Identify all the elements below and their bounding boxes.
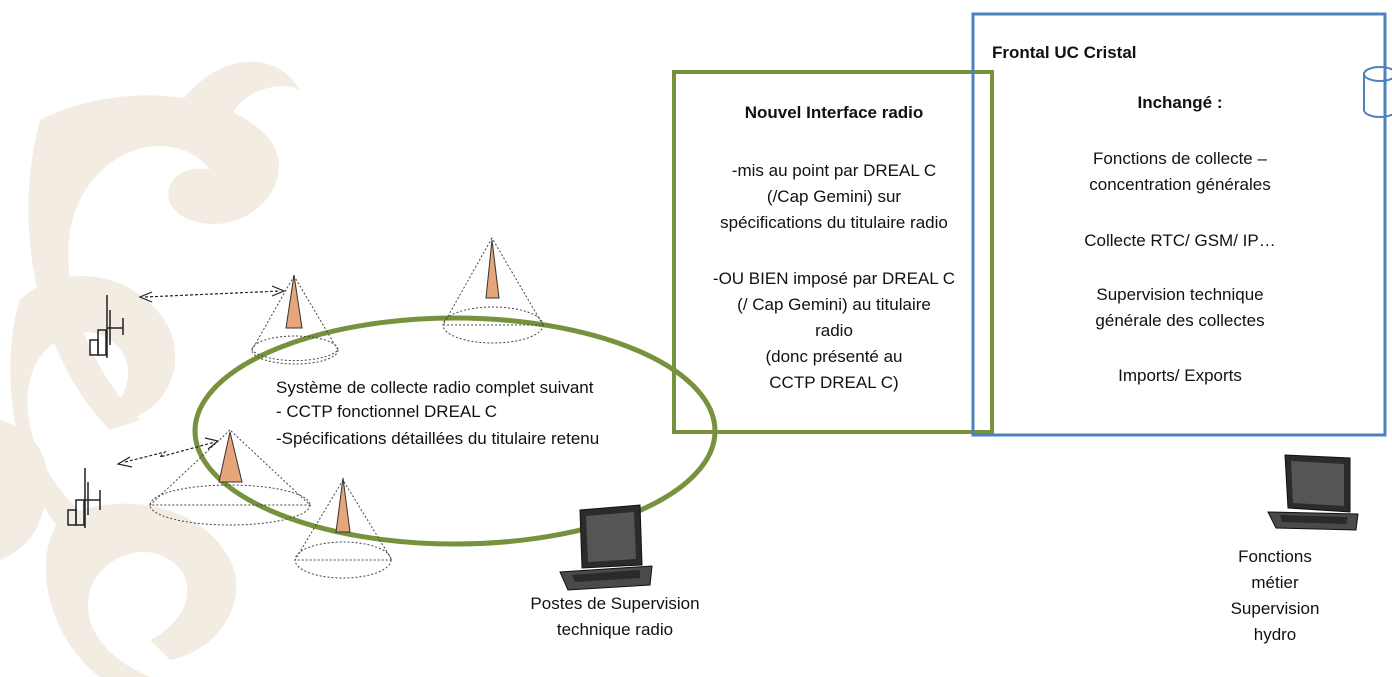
coverage-cone <box>442 236 544 344</box>
laptop-left-caption: technique radio <box>556 620 674 639</box>
interface-box-text: -OU BIEN imposé par DREAL C <box>712 269 956 288</box>
remote-station-icon <box>89 295 124 358</box>
database-icon <box>1363 66 1392 118</box>
ellipse-text-line-3: -Spécifications détaillées du titulaire … <box>276 429 600 448</box>
laptop-right-caption: métier <box>1251 573 1299 592</box>
laptop-left-caption: Postes de Supervision <box>530 594 700 613</box>
frontal-box-item: générale des collectes <box>1095 311 1265 330</box>
frontal-box-item: Fonctions de collecte – <box>1093 149 1267 168</box>
radio-link-arrow <box>138 285 286 303</box>
interface-box-title: Nouvel Interface radio <box>744 103 924 122</box>
interface-box-text: (/Cap Gemini) sur <box>766 187 902 206</box>
interface-box-text: (/ Cap Gemini) au titulaire <box>737 295 931 314</box>
antenna-icon <box>218 239 500 533</box>
laptop-icon-left <box>559 504 653 591</box>
interface-box-text: -mis au point par DREAL C <box>731 161 937 180</box>
laptop-right-caption: hydro <box>1253 625 1297 644</box>
coverage-cone <box>148 429 312 526</box>
frontal-box-item: Collecte RTC/ GSM/ IP… <box>1084 231 1276 250</box>
frontal-box-subtitle: Inchangé : <box>1137 93 1223 112</box>
coverage-cone <box>294 479 393 579</box>
frontal-box-title: Frontal UC Cristal <box>992 43 1137 62</box>
ellipse-text-line-1: Système de collecte radio complet suivan… <box>276 378 594 397</box>
interface-box-text: radio <box>815 321 853 340</box>
frontal-box-item: Supervision technique <box>1096 285 1264 304</box>
watermark-ornament <box>0 61 300 677</box>
laptop-right-caption: Fonctions <box>1238 547 1312 566</box>
coverage-cone <box>251 275 339 365</box>
laptop-icon-right <box>1267 454 1359 531</box>
interface-box-text: CCTP DREAL C) <box>769 373 899 392</box>
interface-box-text: spécifications du titulaire radio <box>720 213 948 232</box>
frontal-box-item: Imports/ Exports <box>1118 366 1242 385</box>
interface-box-border <box>672 70 994 434</box>
laptop-right-caption: Supervision <box>1230 599 1320 618</box>
interface-box-text: (donc présenté au <box>765 347 903 366</box>
frontal-box-border <box>971 12 1387 437</box>
frontal-box-item: concentration générales <box>1089 175 1271 194</box>
radio-link-arrow <box>116 437 220 468</box>
remote-station-icon <box>67 468 101 528</box>
ellipse-text-line-2: - CCTP fonctionnel DREAL C <box>276 402 498 421</box>
